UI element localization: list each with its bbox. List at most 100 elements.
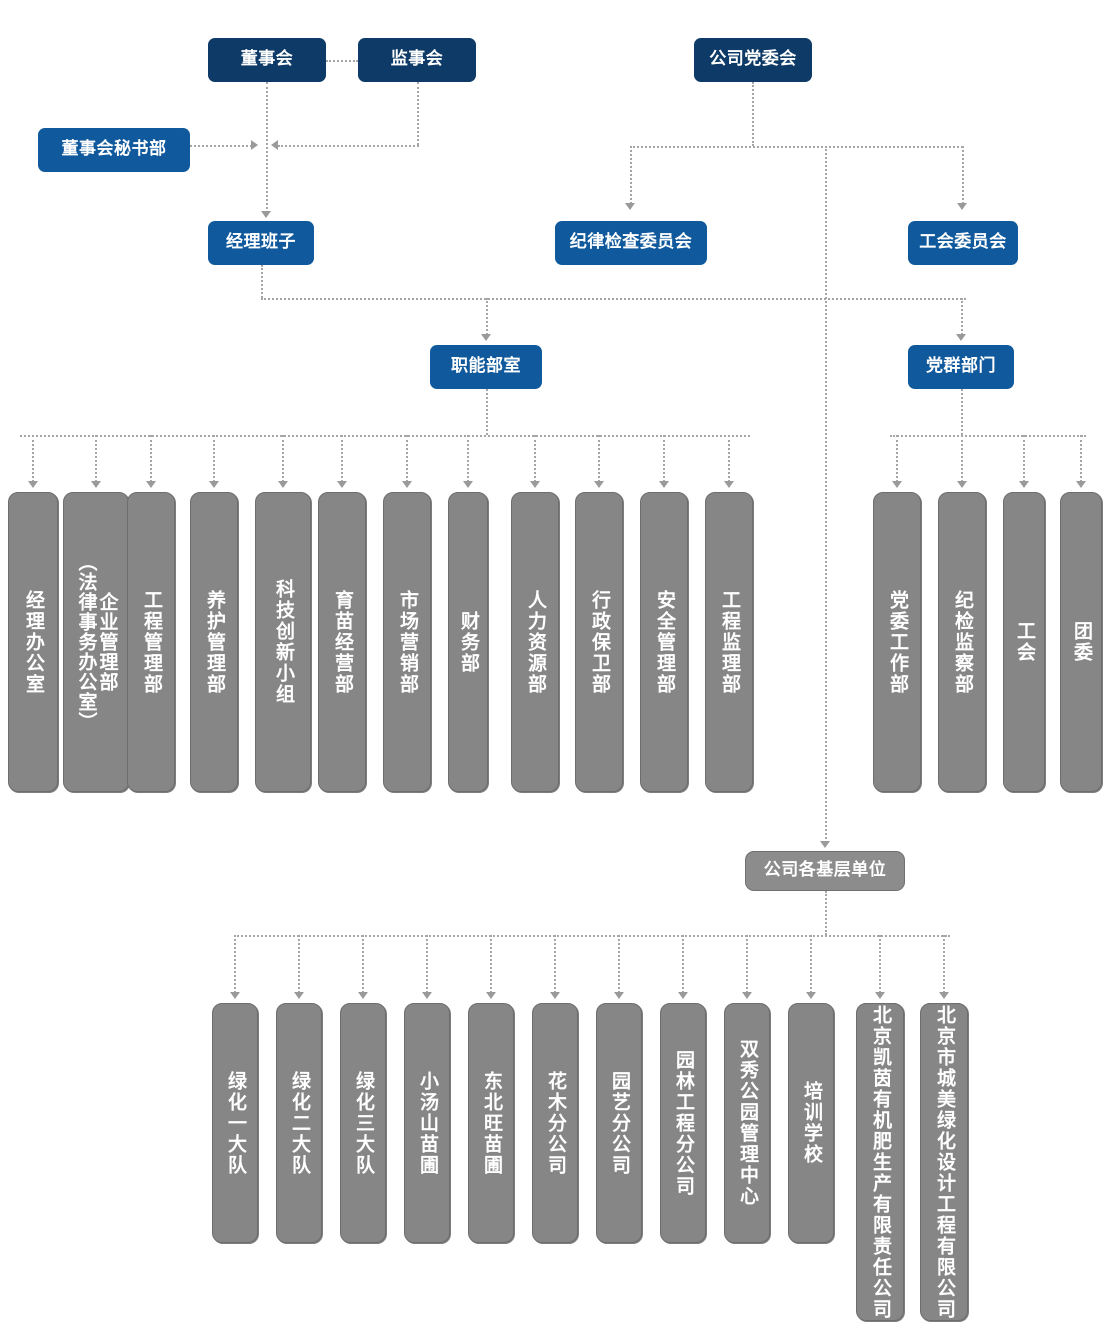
node-label: 工程管理部 xyxy=(140,589,163,695)
node-grassroots-unit-9[interactable]: 培训学校 xyxy=(788,1003,834,1243)
connector-party-spine-down xyxy=(825,146,827,843)
node-party-mass-dept-2[interactable]: 工会 xyxy=(1003,492,1045,792)
connector-drop-functional-dept-6 xyxy=(406,435,408,482)
connector-divisions-bus xyxy=(261,298,966,300)
node-label: 科技创新小组 xyxy=(272,579,295,705)
arrow-functional-dept-6 xyxy=(402,481,412,488)
node-label: 纪检监察部 xyxy=(951,589,974,695)
arrow-grassroots-unit-11 xyxy=(939,992,949,999)
node-label: 小汤山苗圃 xyxy=(416,1070,439,1176)
connector-drop-functional-dept-8 xyxy=(534,435,536,482)
arrow-functional-dept-8 xyxy=(530,481,540,488)
node-functional-dept-4[interactable]: 科技创新小组 xyxy=(255,492,311,792)
node-label: 财务部 xyxy=(457,610,480,674)
node-label: 绿化一大队 xyxy=(224,1070,247,1176)
connector-drop-party-mass-dept-1 xyxy=(961,435,963,482)
node-functional-dept-7[interactable]: 财务部 xyxy=(448,492,488,792)
node-functional-dept-11[interactable]: 工程监理部 xyxy=(705,492,753,792)
arrow-secretary-into-junction xyxy=(251,140,258,150)
connector-grassroots-distribution-bar xyxy=(234,935,950,937)
node-functional-dept-6[interactable]: 市场营销部 xyxy=(383,492,431,792)
connector-board-supervisory xyxy=(326,60,358,62)
arrow-functional-dept-2 xyxy=(146,481,156,488)
arrow-grassroots-unit-6 xyxy=(614,992,624,999)
node-functional-dept-1[interactable]: 企业管理部（法律事务办公室） xyxy=(63,492,129,792)
node-grassroots-unit-11[interactable]: 北京市城美绿化设计工程有限公司 xyxy=(920,1003,968,1321)
node-supervisory-board[interactable]: 监事会 xyxy=(358,38,476,82)
node-party-mass-dept-3[interactable]: 团委 xyxy=(1060,492,1102,792)
connector-party-mass-down xyxy=(961,389,963,435)
node-label: 双秀公园管理中心 xyxy=(736,1039,759,1207)
node-manager-team[interactable]: 经理班子 xyxy=(208,221,314,265)
connector-drop-functional-dept-2 xyxy=(150,435,152,482)
node-grassroots-units[interactable]: 公司各基层单位 xyxy=(745,851,905,891)
node-board-secretary-dept[interactable]: 董事会秘书部 xyxy=(38,128,190,172)
node-grassroots-unit-7[interactable]: 园林工程分公司 xyxy=(660,1003,706,1243)
connector-drop-grassroots-unit-8 xyxy=(746,935,748,993)
connector-to-party-mass xyxy=(961,298,963,335)
node-label: 工程监理部 xyxy=(718,589,741,695)
node-label: 行政保卫部 xyxy=(588,589,611,695)
node-grassroots-unit-4[interactable]: 东北旺苗圃 xyxy=(468,1003,514,1243)
arrow-functional-dept-0 xyxy=(28,481,38,488)
arrow-to-union-committee xyxy=(957,203,967,210)
node-grassroots-unit-5[interactable]: 花木分公司 xyxy=(532,1003,578,1243)
node-label: 养护管理部 xyxy=(203,589,226,695)
connector-supervisory-to-junction xyxy=(278,145,419,147)
connector-drop-grassroots-unit-7 xyxy=(682,935,684,993)
arrow-functional-dept-11 xyxy=(724,481,734,488)
node-functional-dept-8[interactable]: 人力资源部 xyxy=(511,492,559,792)
arrow-party-mass-dept-0 xyxy=(892,481,902,488)
connector-to-functional xyxy=(486,298,488,335)
node-label: 团委 xyxy=(1070,621,1093,663)
node-label: 党委工作部 xyxy=(886,589,909,695)
node-functional-dept-5[interactable]: 育苗经营部 xyxy=(318,492,366,792)
arrow-grassroots-unit-5 xyxy=(550,992,560,999)
connector-to-union xyxy=(962,146,964,204)
node-party-committee[interactable]: 公司党委会 xyxy=(694,38,812,82)
node-functional-dept-2[interactable]: 工程管理部 xyxy=(127,492,175,792)
connector-drop-party-mass-dept-3 xyxy=(1080,435,1082,482)
arrow-grassroots-unit-3 xyxy=(422,992,432,999)
node-union-committee[interactable]: 工会委员会 xyxy=(908,221,1018,265)
node-party-mass-divisions[interactable]: 党群部门 xyxy=(908,345,1014,389)
connector-drop-functional-dept-5 xyxy=(341,435,343,482)
arrow-functional-dept-5 xyxy=(337,481,347,488)
node-grassroots-unit-10[interactable]: 北京凯茵有机肥生产有限责任公司 xyxy=(856,1003,904,1321)
arrow-functional-dept-10 xyxy=(659,481,669,488)
node-grassroots-unit-3[interactable]: 小汤山苗圃 xyxy=(404,1003,450,1243)
connector-drop-functional-dept-3 xyxy=(213,435,215,482)
connector-party-mass-distribution-bar xyxy=(890,435,1086,437)
node-grassroots-unit-8[interactable]: 双秀公园管理中心 xyxy=(724,1003,770,1243)
connector-drop-functional-dept-10 xyxy=(663,435,665,482)
node-functional-dept-3[interactable]: 养护管理部 xyxy=(190,492,238,792)
connector-party-committee-down xyxy=(752,82,754,146)
node-board[interactable]: 董事会 xyxy=(208,38,326,82)
node-functional-dept-9[interactable]: 行政保卫部 xyxy=(575,492,623,792)
connector-drop-party-mass-dept-0 xyxy=(896,435,898,482)
connector-drop-grassroots-unit-10 xyxy=(879,935,881,993)
connector-secretary-to-junction xyxy=(190,145,252,147)
node-grassroots-unit-1[interactable]: 绿化二大队 xyxy=(276,1003,322,1243)
node-party-mass-dept-1[interactable]: 纪检监察部 xyxy=(938,492,986,792)
connector-functional-down xyxy=(486,389,488,435)
node-label: 育苗经营部 xyxy=(331,589,354,695)
node-discipline-committee[interactable]: 纪律检查委员会 xyxy=(555,221,707,265)
connector-to-discipline xyxy=(630,146,632,204)
node-grassroots-unit-2[interactable]: 绿化三大队 xyxy=(340,1003,386,1243)
arrow-functional-dept-9 xyxy=(594,481,604,488)
arrow-grassroots-unit-0 xyxy=(230,992,240,999)
node-grassroots-unit-6[interactable]: 园艺分公司 xyxy=(596,1003,642,1243)
node-label: 园艺分公司 xyxy=(608,1070,631,1176)
node-label: （法律事务办公室） xyxy=(75,552,98,732)
connector-drop-functional-dept-1 xyxy=(95,435,97,482)
connector-board-down xyxy=(266,82,268,213)
connector-drop-grassroots-unit-0 xyxy=(234,935,236,993)
node-party-mass-dept-0[interactable]: 党委工作部 xyxy=(873,492,921,792)
node-functional-dept-10[interactable]: 安全管理部 xyxy=(640,492,688,792)
arrow-to-party-mass-divisions xyxy=(956,334,966,341)
node-functional-divisions[interactable]: 职能部室 xyxy=(430,345,542,389)
node-grassroots-unit-0[interactable]: 绿化一大队 xyxy=(212,1003,258,1243)
node-functional-dept-0[interactable]: 经理办公室 xyxy=(8,492,58,792)
